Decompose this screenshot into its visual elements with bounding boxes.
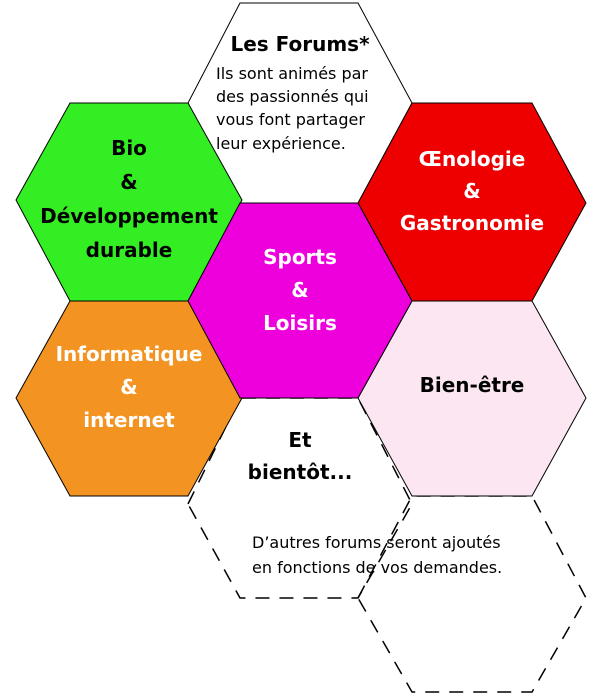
sports-label-line: &: [291, 278, 309, 302]
bio-label-line: Bio: [111, 136, 147, 160]
oenologie-label-line: Œnologie: [418, 147, 526, 171]
sports-label-line: Sports: [263, 245, 337, 269]
future-forums-note-line: en fonctions de vos demandes.: [252, 558, 503, 577]
hexagon-sports[interactable]: [187, 202, 413, 399]
bien-etre-label: Bien-être: [419, 373, 525, 397]
forums-title: Les Forums*: [230, 32, 370, 56]
forums-description-line: leur expérience.: [216, 133, 346, 153]
bio-label-line: &: [120, 170, 138, 194]
oenologie-label-line: Gastronomie: [399, 211, 545, 235]
sports-label: Sports & Loisirs: [188, 241, 412, 340]
informatique-label-line: &: [120, 375, 138, 399]
informatique-label-line: Informatique: [55, 342, 203, 366]
oenologie-label: Œnologie & Gastronomie: [358, 143, 586, 239]
oenologie-label-line: &: [463, 179, 481, 203]
sports-label-line: Loisirs: [263, 311, 337, 335]
future-forums-note-line: D’autres forums seront ajoutés: [252, 533, 501, 552]
informatique-label: Informatique & internet: [16, 338, 242, 437]
bio-label: Bio & Développement durable: [16, 131, 242, 267]
forums-description-line: vous font partager: [216, 110, 365, 130]
bientot-label-line: bientôt...: [247, 460, 353, 484]
forums-description-line: Ils sont animés par: [216, 64, 368, 83]
future-forum-hexagon-right: [357, 495, 587, 693]
future-forum-hexagon-left: [187, 397, 413, 599]
informatique-label-line: internet: [83, 408, 175, 432]
forums-description-line: des passionnés qui: [216, 87, 369, 107]
forums-description: Ils sont animés par des passionnés qui v…: [216, 62, 396, 155]
bientot-label: Et bientôt...: [188, 424, 412, 488]
bio-label-line: Développement: [40, 204, 218, 228]
bientot-label-line: Et: [288, 428, 312, 452]
future-forums-note: D’autres forums seront ajoutés en foncti…: [252, 530, 552, 580]
bio-label-line: durable: [85, 238, 173, 262]
